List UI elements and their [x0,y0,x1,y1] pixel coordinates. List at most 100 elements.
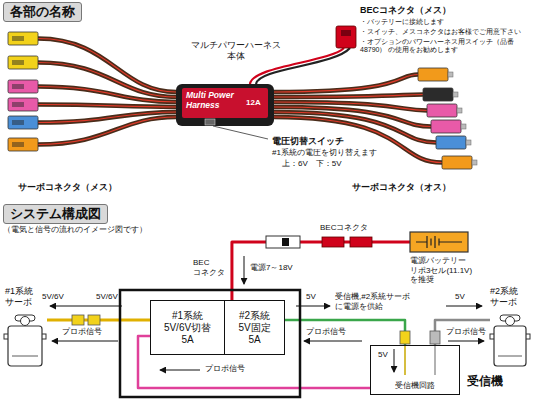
harness-case [176,84,274,126]
servo-lead-core [38,63,176,98]
female-connector [8,116,38,129]
harness-sticker [182,88,268,118]
inline-connector [88,315,100,325]
voltage-label: 5V [306,292,316,302]
female-connector [8,32,38,45]
servo-lead [38,117,176,145]
servo-case [494,326,526,366]
flow-arrow [50,306,122,307]
connector-slot [12,120,24,125]
inline-connector [72,315,84,325]
servo-lead-core-group [38,39,442,163]
leader-line [213,126,268,139]
channel-spec: #1系統 5V/6V切替 5A [160,310,216,346]
flow-arrow [52,341,118,342]
flow-arrow [160,370,200,371]
part-name: 電圧切替スイッチ [272,136,344,147]
switch-knob [282,238,289,246]
channel-box: #2系統 5V固定 5A [224,300,285,355]
flow-arrow [394,349,395,372]
signal-label: プロポ信号 [306,327,346,337]
battery: 電源バッテリー リポ3セル(11.1V) を推奨 [410,232,468,252]
bec-plug [350,237,372,247]
voltage-label: 電源7～18V [250,263,293,273]
servo-lead [274,95,423,98]
note: ・オプションのパワーハーネス用スイッチ（品番48790） の使用をお勧めします [360,38,530,55]
connector-pins [466,140,471,145]
servo-lead-group [38,39,442,163]
receiver-name: 受信機 [467,374,503,388]
channel-box: #1系統 5V/6V切替 5A [150,300,225,355]
harness-body: Multi Power Harness12A [182,88,268,118]
connector-slot-group [12,36,24,147]
switch-symbol [266,236,300,248]
voltage-label: 5V/6V [96,292,118,302]
power-wire [232,242,410,300]
flow-arrow [296,306,330,307]
servo-detail [12,356,38,357]
note: ・スイッチ、メスコネクタはお客様でご用意下さい [360,28,521,36]
servo-case [8,326,42,366]
part-name: BECコネクタ（メス） [360,5,451,16]
section-heading: 各部の名称 [3,2,82,22]
servo: #2系統 サーボ [490,312,530,368]
connector-pins [448,72,453,77]
receiver-connector [400,331,410,344]
servo-detail [498,356,522,357]
connector-slot [12,84,24,89]
bec-lead [256,48,350,84]
servo-lead-core [274,95,423,98]
connector-pins [461,124,466,129]
note: （電気と信号の流れのイメージ図です） [3,225,147,235]
servo-lead [274,75,418,93]
male-connector [436,136,466,149]
male-connector [418,68,448,81]
battery-pack [410,232,468,252]
note: ・バッテリーに接続します [360,18,444,26]
note: 受信機,#2系統サーボ に電源を供給 [335,292,421,311]
bec-plug [322,237,344,247]
voltage-switch [205,119,215,125]
servo-wire [435,320,490,345]
connector-slot [12,142,24,147]
note: 上：6V 下：5V [282,159,342,169]
note: #1系統の電圧を切り替えます [272,148,377,158]
voltage-label: 5V [378,350,388,360]
servo-lead [38,105,176,108]
receiver-inner-wire [404,345,406,375]
female-connector [8,56,38,69]
flow-arrow [446,306,482,307]
power-wire [285,320,405,345]
receiver-box: 受信機回路受信機 [370,345,460,395]
servo: #1系統 サーボ [3,312,47,368]
battery-symbol [416,236,462,248]
male-connector-group [418,68,472,169]
battery-note: 電源バッテリー リポ3セル(11.1V) を推奨 [410,256,486,285]
female-connector [8,98,38,111]
receiver-inner-wire [434,345,436,375]
connector-pins [453,92,458,97]
connector-pin-group [448,72,477,165]
servo-lead-core [274,75,418,93]
section-heading: システム構成図 [3,204,108,224]
part-name: マルチパワーハーネス 本体 [186,40,286,62]
signal-label: プロポ信号 [62,327,102,337]
harness-unit-outline [120,290,300,397]
receiver-connector [430,331,440,344]
female-connector-group [8,32,38,151]
servo-shaft [21,317,30,326]
flow-arrow [448,341,484,342]
bec-connector-slot [341,30,351,36]
servo-lead-core [38,112,176,123]
voltage-label: 5V [455,292,465,302]
product-name: Multi Power Harness [186,90,244,110]
male-connector [427,104,457,117]
servo-name: #2系統 サーボ [490,286,528,308]
part-name: BEC コネクタ [193,258,229,277]
male-connector [442,156,472,169]
part-name: サーボコネクタ（メス） [18,182,117,193]
signal-label: プロポ信号 [205,364,245,374]
connector-pins [472,160,477,165]
servo-shaft [506,317,515,326]
